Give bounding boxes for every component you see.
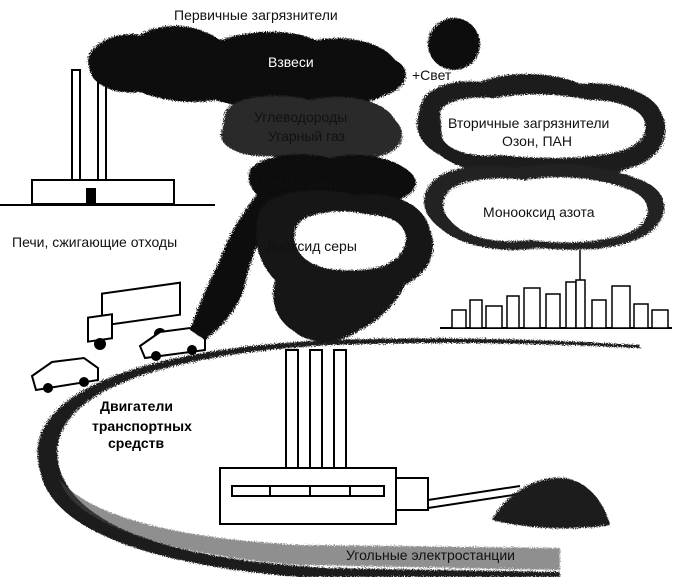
incinerator-plant xyxy=(0,69,215,206)
ground-shade xyxy=(60,480,560,570)
nitrogen-oxide-label: Оксид азота xyxy=(262,174,342,190)
primary-pollutants-label: Первичные загрязнители xyxy=(174,7,338,23)
hydrocarbons-cloud xyxy=(220,95,403,162)
light-label: +Свет xyxy=(412,67,452,83)
vehicles xyxy=(30,281,206,393)
vehicle-engines-label-line1: Двигатели xyxy=(100,398,173,414)
coal-pile xyxy=(492,477,610,529)
primary-pollutants-cloud xyxy=(88,25,406,109)
secondary-pollutants-label: Вторичные загрязнители xyxy=(448,115,609,131)
nitrogen-monoxide-label: Монооксид азота xyxy=(483,204,595,220)
secondary-pollutants-cloud-inner xyxy=(440,94,646,159)
sun xyxy=(428,18,480,70)
vehicle-engines-label-line2: транспортных xyxy=(92,418,192,434)
incinerators-label: Печи, сжигающие отходы xyxy=(12,234,177,250)
coal-power-plants-label: Угольные электростанции xyxy=(346,547,515,563)
carbon-monoxide-label: Угарный газ xyxy=(268,128,345,144)
ozone-pan-label: Озон, ПАН xyxy=(502,133,572,149)
hydrocarbons-label: Углеводороды xyxy=(254,109,347,125)
suspended-particles-label: Взвеси xyxy=(268,54,314,70)
power-plant xyxy=(219,349,521,525)
city-skyline xyxy=(440,250,672,329)
sulfur-dioxide-cloud-inner xyxy=(294,211,406,271)
nitrogen-monoxide-cloud-inner xyxy=(443,177,648,243)
vehicle-engines-label-line3: средств xyxy=(108,435,164,451)
sulfur-dioxide-label: Диоксид серы xyxy=(266,238,357,254)
